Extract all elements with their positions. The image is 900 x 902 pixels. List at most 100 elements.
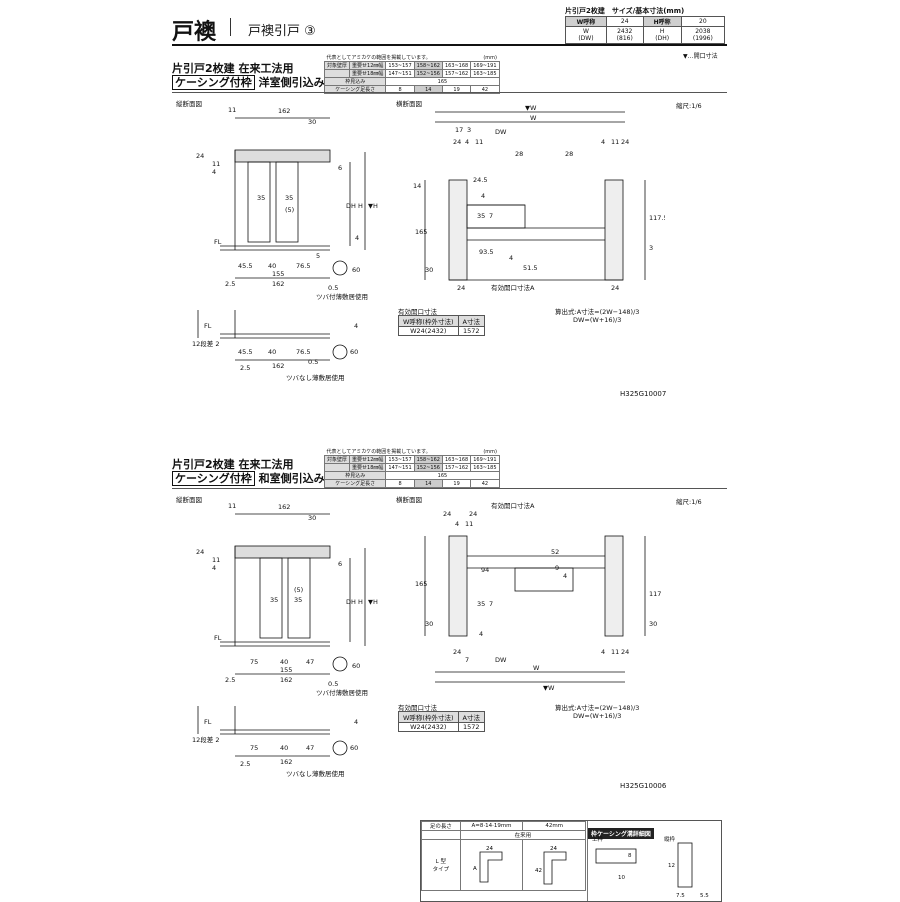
section2-title-box: ケーシング付枠: [172, 471, 255, 486]
dim-label: 7: [489, 212, 493, 220]
dim-label: 6: [338, 560, 342, 568]
dim-label: 12段差 2: [192, 339, 219, 348]
dim-label: 60: [350, 348, 358, 356]
dim-label: 76.5: [296, 262, 310, 270]
wall-caption: 代表としてアミカケの範囲を掲載しています。: [326, 55, 431, 61]
section1-code: H325G10007: [620, 390, 667, 398]
section1-vertical-drawing-2: 12段差 2 45.5 40 76.5 162 2.5 0.5 4 60 FL …: [192, 310, 358, 382]
detail-left-label: 上枠: [592, 835, 604, 843]
dim-label: 47: [306, 658, 314, 666]
wall-cell: 158~162: [413, 61, 443, 70]
dim-label: 2.5: [240, 364, 250, 372]
section2-rule: [172, 488, 727, 489]
wall-cell: 163~168: [441, 455, 472, 464]
h-dim-label: H (DH): [642, 26, 682, 44]
dim-label: 28: [515, 150, 523, 158]
dim-label: 165: [415, 580, 427, 588]
dim-label: 5.5: [700, 893, 709, 899]
wall-cell: 169~191: [470, 61, 500, 70]
dim-label: 24: [453, 648, 461, 656]
h-dim-value: 2038 (1996): [680, 26, 726, 44]
dim-label: ▼W: [525, 104, 537, 112]
dim-label: 162: [280, 758, 292, 766]
dim-label: FL: [204, 718, 212, 726]
dim-label: 40: [280, 744, 288, 752]
wall-cell: 163~185: [470, 463, 500, 472]
wall-cell: 14: [413, 479, 443, 488]
dim-label: 24: [611, 284, 619, 292]
eff-header: W呼称(枠外寸法): [398, 711, 459, 723]
eff-cell: 1572: [457, 326, 485, 336]
dim-label: 4: [212, 564, 216, 572]
wall-cell: 157~162: [441, 69, 472, 78]
dim-label: (5): [294, 586, 303, 594]
dim-label: 30: [425, 620, 433, 628]
title-divider: [230, 18, 231, 36]
wall-unit: (mm): [483, 54, 498, 61]
page-subtitle: 戸襖引戸 ③: [248, 24, 316, 39]
wall-cell: 147~151: [385, 69, 415, 78]
wall-cell: 153~157: [385, 455, 415, 464]
dim-label: 17: [455, 126, 463, 134]
size-table: W呼称 24 H呼称 20 W (DW) 2432 (816) H (DH) 2…: [565, 16, 726, 44]
eff-dim-label: 有効開口寸法A: [491, 501, 535, 510]
dim-label: 24.5: [473, 176, 487, 184]
leg-shape-a: 24 A: [459, 839, 524, 891]
wall-cell: 枠見込み: [323, 471, 387, 480]
section1-vertical-drawing: 162 30 11 24 11 4 35 35 (5) 6 DH H ▼H 4 …: [196, 106, 378, 301]
eff-dim-label: 有効開口寸法A: [491, 283, 535, 292]
dim-label: FL: [214, 238, 222, 246]
wall-cell: 152~156: [413, 463, 443, 472]
l-type-42-shape: 24 42: [535, 846, 567, 884]
dim-label: 4: [212, 168, 216, 176]
dim-label: H: [358, 202, 363, 210]
w-label: W呼称: [565, 16, 607, 27]
dim-label: ▼H: [368, 598, 378, 606]
dim-label: 4: [355, 234, 359, 242]
w-dim-value: 2432 (816): [605, 26, 644, 44]
dim-label: 11: [228, 502, 236, 510]
leg-col-label: 足の長さ: [421, 821, 461, 831]
leg-sub: 在来用: [459, 830, 587, 840]
w-dim-label: W (DW): [565, 26, 607, 44]
section2-title: 片引戸2枚建 在来工法用 ケーシング付枠 和室側引込み: [172, 458, 325, 486]
dim-label: 155: [280, 666, 292, 674]
dim-label: 52: [551, 548, 559, 556]
dim-label: 30: [649, 620, 657, 628]
section2-eff-table: W呼称(枠外寸法)A寸法 W24(2432)1572: [398, 711, 485, 732]
dim-label: 4: [354, 322, 358, 330]
wall-cell: 重要せ18㎜幅: [349, 463, 387, 472]
dim-label: 24: [453, 138, 461, 146]
section2-title-suffix: 和室側引込み: [258, 472, 325, 485]
dim-label: 162: [272, 362, 284, 370]
dim-label: 4: [509, 254, 513, 262]
dim-label: 4: [601, 138, 605, 146]
dim-label: DW: [495, 656, 507, 664]
dim-label: 4: [601, 648, 605, 656]
dim-label: 60: [350, 744, 358, 752]
section1-rule: [172, 92, 727, 93]
dim-label: 24: [486, 846, 493, 852]
dim-label: 94: [481, 566, 489, 574]
dim-label: 6: [338, 164, 342, 172]
dim-label: 28: [565, 150, 573, 158]
wall-cell: 19: [441, 479, 472, 488]
wall-caption: 代表としてアミカケの範囲を掲載しています。: [326, 449, 431, 455]
dim-label: 4: [481, 192, 485, 200]
eff-cell: 1572: [457, 722, 485, 732]
dim-label: 165: [415, 228, 427, 236]
dim-label: 42: [535, 868, 542, 874]
groove-detail-title: 枠ケーシング溝詳細図: [588, 828, 654, 839]
dim-label: W: [530, 114, 537, 122]
eff-cell: W24(2432): [398, 722, 459, 732]
dim-label: 47: [306, 744, 314, 752]
dim-label: 75: [250, 744, 258, 752]
section2-vertical-label: 縦断面図: [176, 496, 202, 504]
dim-label: 11: [465, 520, 473, 528]
dim-label: FL: [204, 322, 212, 330]
dim-label: 30: [425, 266, 433, 274]
tsuba-label: ツバ付薄敷居使用: [316, 292, 368, 301]
dim-label: 155: [272, 270, 284, 278]
dim-label: 14: [413, 182, 421, 190]
